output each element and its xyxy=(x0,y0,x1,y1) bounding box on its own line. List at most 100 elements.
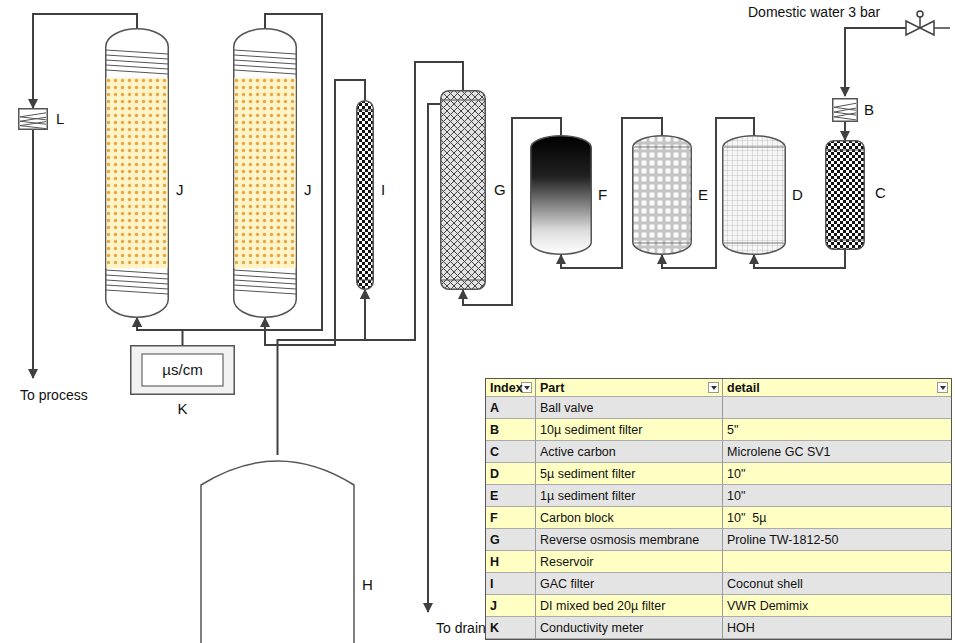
table-row: I GAC filter Coconut shell xyxy=(486,573,951,595)
part-letter: D xyxy=(792,187,803,203)
sediment-filter: D xyxy=(722,135,786,255)
table-cell: Coconut shell xyxy=(723,573,951,595)
table-cell: Active carbon xyxy=(536,441,723,463)
ro-membrane: G xyxy=(440,90,486,290)
table-text: HOH xyxy=(727,621,755,635)
meter-unit: µs/cm xyxy=(162,362,202,378)
table-text: C xyxy=(490,445,499,459)
table-row: B 10µ sediment filter 5" xyxy=(486,419,951,441)
table-row: J DI mixed bed 20µ filter VWR Demimix xyxy=(486,595,951,617)
table-text: I xyxy=(490,577,493,591)
table-text: VWR Demimix xyxy=(727,599,808,613)
table-text: Reservoir xyxy=(540,555,594,569)
sediment-filter: E xyxy=(632,135,692,255)
table-cell: 5" xyxy=(723,419,951,441)
sediment-filter: B xyxy=(832,98,858,122)
table-cell: Index xyxy=(486,379,536,397)
table-text: Reverse osmosis membrane xyxy=(540,533,699,547)
table-text: Carbon block xyxy=(540,511,614,525)
gac-filter-outline xyxy=(356,100,374,290)
part-letter: C xyxy=(875,185,886,201)
table-text: Proline TW-1812-50 xyxy=(727,533,838,547)
table-text: E xyxy=(490,489,498,503)
table-text: 1µ sediment filter xyxy=(540,489,635,503)
table-cell: Part xyxy=(536,379,723,397)
sediment-filter-outline xyxy=(832,98,858,122)
pipe-connector xyxy=(844,122,846,140)
table-text: 5" xyxy=(727,423,738,437)
table-cell: D xyxy=(486,463,536,485)
pipe-connector xyxy=(137,318,183,345)
table-row: A Ball valve xyxy=(486,397,951,419)
table-row: E 1µ sediment filter 10" xyxy=(486,485,951,507)
table-cell: H xyxy=(486,551,536,573)
table-cell: C xyxy=(486,441,536,463)
table-cell: 10" xyxy=(723,485,951,507)
supply-label: Domestic water 3 bar xyxy=(748,4,880,20)
part-letter: L xyxy=(56,111,64,127)
di-filter-outline xyxy=(233,28,297,318)
parts-table: Index Part detailA Ball valveB 10µ sediment … xyxy=(485,378,952,640)
table-cell: I xyxy=(486,573,536,595)
sediment-filter-outline xyxy=(722,135,786,255)
ball-valve xyxy=(906,11,950,35)
carbon-filter-outline xyxy=(825,140,865,250)
table-text: 10" xyxy=(727,489,745,503)
table-text: detail xyxy=(727,381,760,395)
ro-membrane-outline xyxy=(440,90,486,290)
outlet-label: To process xyxy=(20,387,88,403)
reservoir-tank-outline xyxy=(200,455,355,643)
table-row: F Carbon block 10" 5µ xyxy=(486,507,951,529)
table-cell: GAC filter xyxy=(536,573,723,595)
table-text: Index xyxy=(490,381,523,395)
table-text: H xyxy=(490,555,499,569)
sediment-filter-outline xyxy=(632,135,692,255)
drain-label: To drain xyxy=(436,620,486,636)
gac-filter: I xyxy=(356,100,374,290)
table-cell: Conductivity meter xyxy=(536,617,723,639)
filter-dropdown xyxy=(708,382,719,393)
table-cell: 10µ sediment filter xyxy=(536,419,723,441)
table-text: Ball valve xyxy=(540,401,594,415)
table-text: Part xyxy=(540,381,564,395)
table-text: Conductivity meter xyxy=(540,621,644,635)
table-cell: detail xyxy=(723,379,951,397)
table-cell: F xyxy=(486,507,536,529)
table-cell: J xyxy=(486,595,536,617)
table-text: 10" xyxy=(727,467,745,481)
table-cell: Ball valve xyxy=(536,397,723,419)
di-filter-outline xyxy=(105,28,169,318)
table-cell: 10" xyxy=(723,463,951,485)
part-letter: J xyxy=(176,182,184,198)
supply-pipe xyxy=(845,28,906,96)
table-text: J xyxy=(490,599,497,613)
table-cell: E xyxy=(486,485,536,507)
table-text: B xyxy=(490,423,499,437)
table-row: H Reservoir xyxy=(486,551,951,573)
table-cell: K xyxy=(486,617,536,639)
table-text: 10" 5µ xyxy=(727,511,766,525)
table-text: A xyxy=(490,401,499,415)
table-cell: A xyxy=(486,397,536,419)
table-cell: VWR Demimix xyxy=(723,595,951,617)
table-text: Active carbon xyxy=(540,445,616,459)
table-cell xyxy=(723,551,951,573)
part-letter: E xyxy=(698,187,708,203)
table-cell: 1µ sediment filter xyxy=(536,485,723,507)
table-cell: B xyxy=(486,419,536,441)
table-header: Index Part detail xyxy=(486,379,951,397)
part-letter: K xyxy=(177,401,187,417)
table-row: GReverse osmosis membraneProline TW-1812… xyxy=(486,529,951,551)
table-text: DI mixed bed 20µ filter xyxy=(540,599,665,613)
table-text: F xyxy=(490,511,498,525)
part-letter: H xyxy=(362,577,373,593)
part-letter: I xyxy=(381,182,385,198)
part-letter: B xyxy=(864,102,874,118)
table-cell: Reverse osmosis membrane xyxy=(536,529,723,551)
table-text: GAC filter xyxy=(540,577,594,591)
table-text: D xyxy=(490,467,499,481)
reservoir-tank: H xyxy=(200,455,355,643)
table-cell: DI mixed bed 20µ filter xyxy=(536,595,723,617)
table-text: Microlene GC SV1 xyxy=(727,445,831,459)
table-row: D5µ sediment filter10" xyxy=(486,463,951,485)
